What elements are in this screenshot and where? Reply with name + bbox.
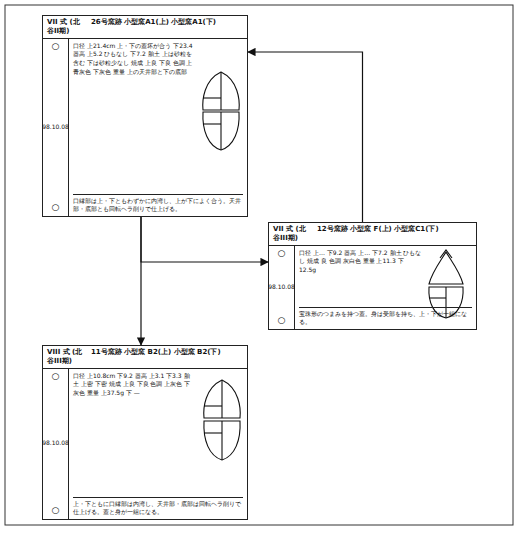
left-column: ○ 98.10.08 ○: [43, 369, 69, 520]
flow-arrow: [141, 217, 268, 262]
flow-arrow: [248, 52, 363, 222]
record-card: VIII 式 (北谷III期) 11号窯跡 小型窯 B2(上) 小型窯 B2(下)…: [42, 345, 248, 520]
date-label: 98.10.08: [268, 284, 295, 291]
measurement-text: 口径 上… 下9.2 器高 上… 下7.2 胎土 ひもなし 焼成 良 色調 灰白…: [299, 249, 472, 275]
left-column: ○ 98.10.08 ○: [269, 246, 295, 330]
record-card: VII 式 (北谷II期) 26号窯跡 小型窯A1(上) 小型窯A1(下) ○ 98.…: [42, 15, 248, 217]
left-column: ○ 98.10.08 ○: [43, 39, 69, 217]
note-text: 上・下ともに口縁部は内湾し、天井部・底部は回転ヘラ削りで仕上げる。蓋と身が一組に…: [73, 497, 243, 516]
card-header: VII 式 (北谷II期) 26号窯跡 小型窯A1(上) 小型窯A1(下): [43, 16, 247, 39]
hole-mark: ○: [52, 506, 60, 516]
card-main: 口径 上… 下9.2 器高 上… 下7.2 胎土 ひもなし 焼成 良 色調 灰白…: [295, 246, 476, 330]
hole-mark: ○: [278, 316, 286, 326]
card-row: ○ 98.10.08 ○ 口径 上10.8cm 下9.2 器高 上3.1 下3.3 胎…: [43, 369, 247, 520]
type-label: VIII 式 (北谷III期): [47, 348, 85, 366]
card-row: ○ 98.10.08 ○ 口径 上… 下9.2 器高 上… 下7.2 胎土 ひもなし …: [269, 246, 476, 330]
type-label: VII 式 (北谷III期): [273, 225, 311, 243]
measurement-text: 口径 上10.8cm 下9.2 器高 上3.1 下3.3 胎土 上密 下密 焼成…: [73, 372, 243, 398]
date-label: 98.10.08: [42, 124, 69, 131]
outer-frame: [5, 5, 513, 525]
date-label: 98.10.08: [42, 440, 69, 447]
kiln-label: 11号窯跡 小型窯 B2(上) 小型窯 B2(下): [91, 348, 221, 366]
card-main: 口径 上10.8cm 下9.2 器高 上3.1 下3.3 胎土 上密 下密 焼成…: [69, 369, 247, 520]
hole-mark: ○: [52, 372, 60, 382]
type-label: VII 式 (北谷II期): [47, 18, 85, 36]
note-text: 宝珠形のつまみを持つ蓋。身は受部を持ち、上・下が一組になる。: [299, 307, 472, 326]
hole-mark: ○: [278, 249, 286, 259]
kiln-label: 26号窯跡 小型窯A1(上) 小型窯A1(下): [91, 18, 216, 36]
record-card: VII 式 (北谷III期) 12号窯跡 小型窯 F(上) 小型窯C1(下) ○ 98…: [268, 222, 477, 330]
pot-drawing: [204, 380, 240, 460]
measurement-text: 口径 上21.4cm 上・下の蓋坏が合う 下23.4 器高 上5.2 ひもなし …: [73, 42, 243, 77]
pot-drawing: [203, 72, 239, 150]
hole-mark: ○: [52, 203, 60, 213]
hole-mark: ○: [52, 42, 60, 52]
card-header: VII 式 (北谷III期) 12号窯跡 小型窯 F(上) 小型窯C1(下): [269, 223, 476, 246]
card-header: VIII 式 (北谷III期) 11号窯跡 小型窯 B2(上) 小型窯 B2(下): [43, 346, 247, 369]
card-main: 口径 上21.4cm 上・下の蓋坏が合う 下23.4 器高 上5.2 ひもなし …: [69, 39, 247, 217]
note-text: 口縁部は上・下ともわずかに内湾し、上が下によく合う。天井部・底部とも回転ヘラ削り…: [73, 194, 243, 213]
kiln-label: 12号窯跡 小型窯 F(上) 小型窯C1(下): [317, 225, 439, 243]
card-row: ○ 98.10.08 ○ 口径 上21.4cm 上・下の蓋坏が合う 下23.4 器高 …: [43, 39, 247, 217]
